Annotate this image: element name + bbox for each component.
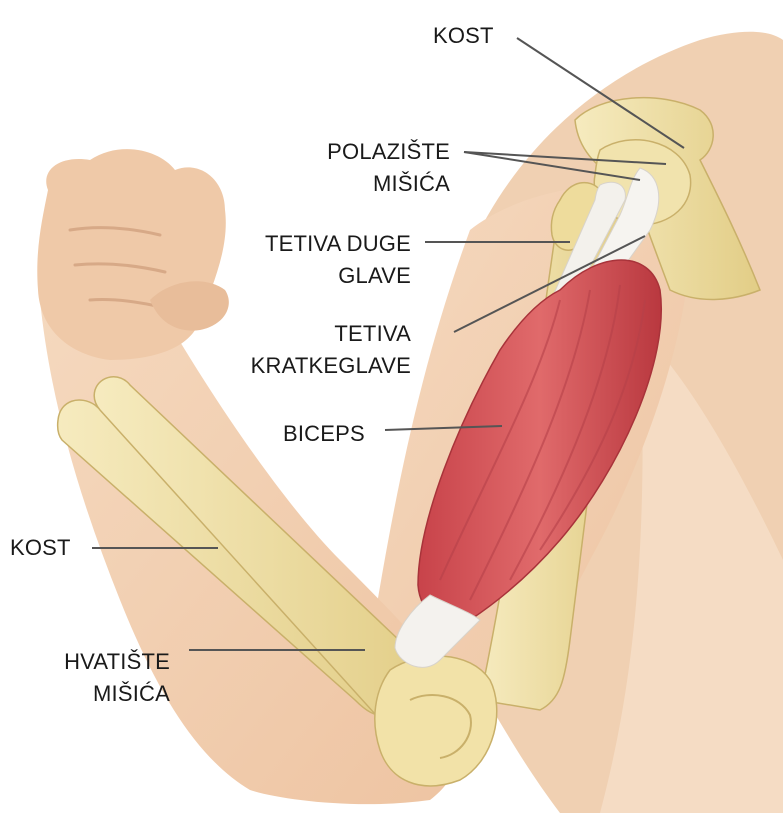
label-muscle-insertion: HVATIŠTE MIŠIĆA xyxy=(64,646,170,710)
label-short-head-tendon: TETIVA KRATKEGLAVE xyxy=(251,318,411,382)
label-muscle-origin-line2: MIŠIĆA xyxy=(327,168,450,200)
label-muscle-insertion-line1: HVATIŠTE xyxy=(64,646,170,678)
label-short-head-tendon-line1: TETIVA xyxy=(251,318,411,350)
label-biceps-text: BICEPS xyxy=(283,418,365,450)
label-bone-forearm: KOST xyxy=(10,532,71,564)
label-short-head-tendon-line2: KRATKEGLAVE xyxy=(251,350,411,382)
label-long-head-tendon-line1: TETIVA DUGE xyxy=(265,228,411,260)
label-muscle-insertion-line2: MIŠIĆA xyxy=(64,678,170,710)
label-long-head-tendon: TETIVA DUGE GLAVE xyxy=(265,228,411,292)
label-long-head-tendon-line2: GLAVE xyxy=(265,260,411,292)
label-bone-top-text: KOST xyxy=(433,20,494,52)
label-muscle-origin: POLAZIŠTE MIŠIĆA xyxy=(327,136,450,200)
label-muscle-origin-line1: POLAZIŠTE xyxy=(327,136,450,168)
elbow-joint xyxy=(375,656,497,786)
label-biceps: BICEPS xyxy=(283,418,365,450)
label-bone-top: KOST xyxy=(433,20,494,52)
label-bone-forearm-text: KOST xyxy=(10,532,71,564)
